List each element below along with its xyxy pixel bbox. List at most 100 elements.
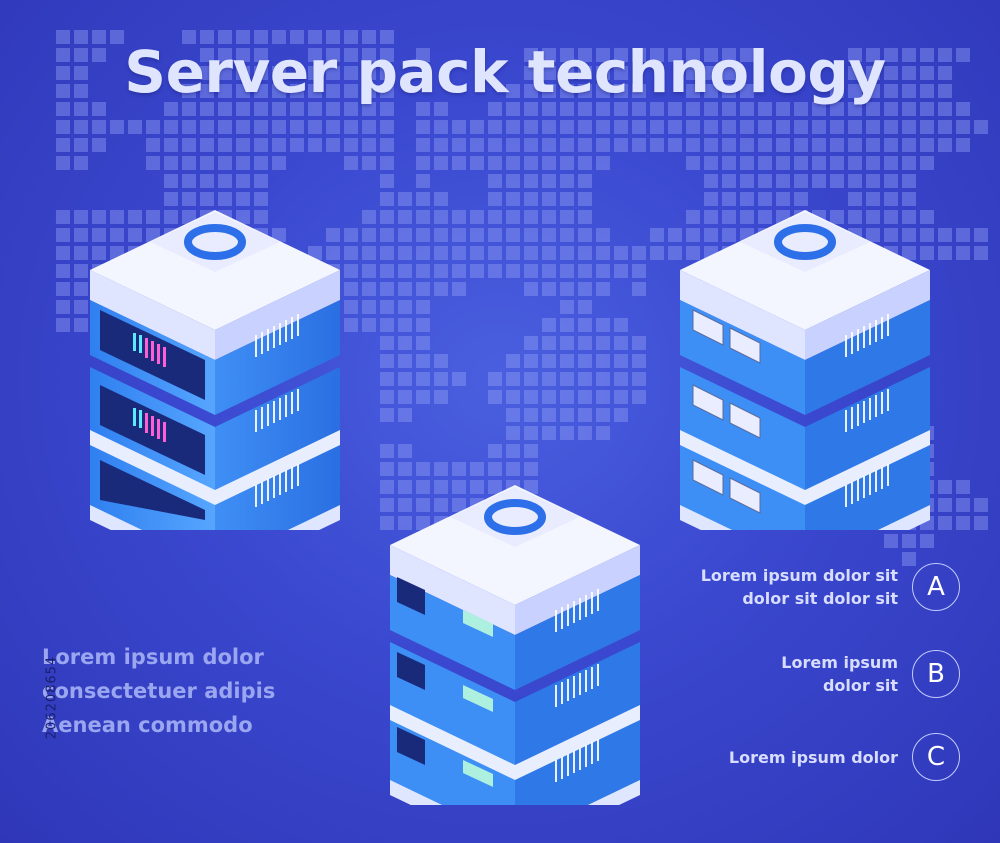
map-cell: [614, 246, 628, 260]
map-cell: [560, 192, 574, 206]
map-cell: [200, 138, 214, 152]
map-cell: [560, 354, 574, 368]
map-cell: [560, 84, 574, 98]
map-cell: [956, 102, 970, 116]
map-cell: [938, 498, 952, 512]
map-cell: [614, 390, 628, 404]
map-cell: [524, 354, 538, 368]
map-cell: [452, 462, 466, 476]
map-cell: [812, 138, 826, 152]
map-cell: [200, 120, 214, 134]
map-cell: [560, 48, 574, 62]
map-cell: [830, 102, 844, 116]
map-cell: [434, 480, 448, 494]
map-cell: [218, 30, 232, 44]
map-cell: [632, 336, 646, 350]
map-cell: [614, 408, 628, 422]
map-cell: [254, 156, 268, 170]
map-cell: [812, 102, 826, 116]
map-cell: [380, 210, 394, 224]
map-cell: [686, 156, 700, 170]
map-cell: [398, 336, 412, 350]
map-cell: [542, 48, 556, 62]
map-cell: [758, 138, 772, 152]
map-cell: [614, 372, 628, 386]
map-cell: [416, 210, 430, 224]
map-cell: [506, 408, 520, 422]
map-cell: [362, 48, 376, 62]
map-cell: [56, 30, 70, 44]
map-cell: [254, 192, 268, 206]
left-text-line: Aenean commodo: [42, 713, 253, 737]
map-cell: [542, 228, 556, 242]
map-cell: [902, 552, 916, 566]
map-cell: [902, 48, 916, 62]
map-cell: [938, 228, 952, 242]
map-cell: [578, 138, 592, 152]
map-cell: [362, 156, 376, 170]
map-cell: [560, 210, 574, 224]
map-cell: [416, 300, 430, 314]
map-cell: [542, 66, 556, 80]
map-cell: [218, 156, 232, 170]
map-cell: [902, 120, 916, 134]
map-cell: [362, 84, 376, 98]
map-cell: [524, 228, 538, 242]
map-cell: [830, 156, 844, 170]
map-cell: [596, 66, 610, 80]
map-cell: [866, 84, 880, 98]
map-cell: [686, 84, 700, 98]
map-cell: [470, 480, 484, 494]
map-cell: [686, 66, 700, 80]
map-cell: [416, 480, 430, 494]
map-cell: [470, 156, 484, 170]
map-cell: [884, 138, 898, 152]
badge-a: A: [912, 563, 960, 611]
map-cell: [74, 228, 88, 242]
map-cell: [560, 390, 574, 404]
map-cell: [398, 192, 412, 206]
map-cell: [632, 120, 646, 134]
legend-line: dolor sit: [822, 676, 898, 695]
map-cell: [380, 516, 394, 530]
map-cell: [848, 66, 862, 80]
map-cell: [164, 174, 178, 188]
map-cell: [956, 120, 970, 134]
map-cell: [398, 246, 412, 260]
map-cell: [506, 246, 520, 260]
map-cell: [326, 102, 340, 116]
map-cell: [758, 192, 772, 206]
map-cell: [470, 246, 484, 260]
map-cell: [236, 30, 250, 44]
map-cell: [434, 246, 448, 260]
badge-b: B: [912, 650, 960, 698]
map-cell: [704, 210, 718, 224]
map-cell: [848, 120, 862, 134]
map-cell: [524, 372, 538, 386]
map-cell: [380, 102, 394, 116]
map-cell: [650, 228, 664, 242]
map-cell: [380, 156, 394, 170]
map-cell: [524, 480, 538, 494]
map-cell: [866, 156, 880, 170]
map-cell: [506, 228, 520, 242]
map-cell: [290, 120, 304, 134]
map-cell: [128, 228, 142, 242]
map-cell: [902, 138, 916, 152]
map-cell: [74, 138, 88, 152]
map-cell: [380, 174, 394, 188]
map-cell: [488, 210, 502, 224]
map-cell: [236, 174, 250, 188]
map-cell: [398, 354, 412, 368]
map-cell: [182, 174, 196, 188]
map-cell: [938, 84, 952, 98]
map-cell: [434, 390, 448, 404]
map-cell: [344, 84, 358, 98]
map-cell: [596, 84, 610, 98]
map-cell: [524, 282, 538, 296]
map-cell: [92, 48, 106, 62]
map-cell: [830, 84, 844, 98]
map-cell: [560, 372, 574, 386]
map-cell: [704, 102, 718, 116]
map-cell: [848, 192, 862, 206]
